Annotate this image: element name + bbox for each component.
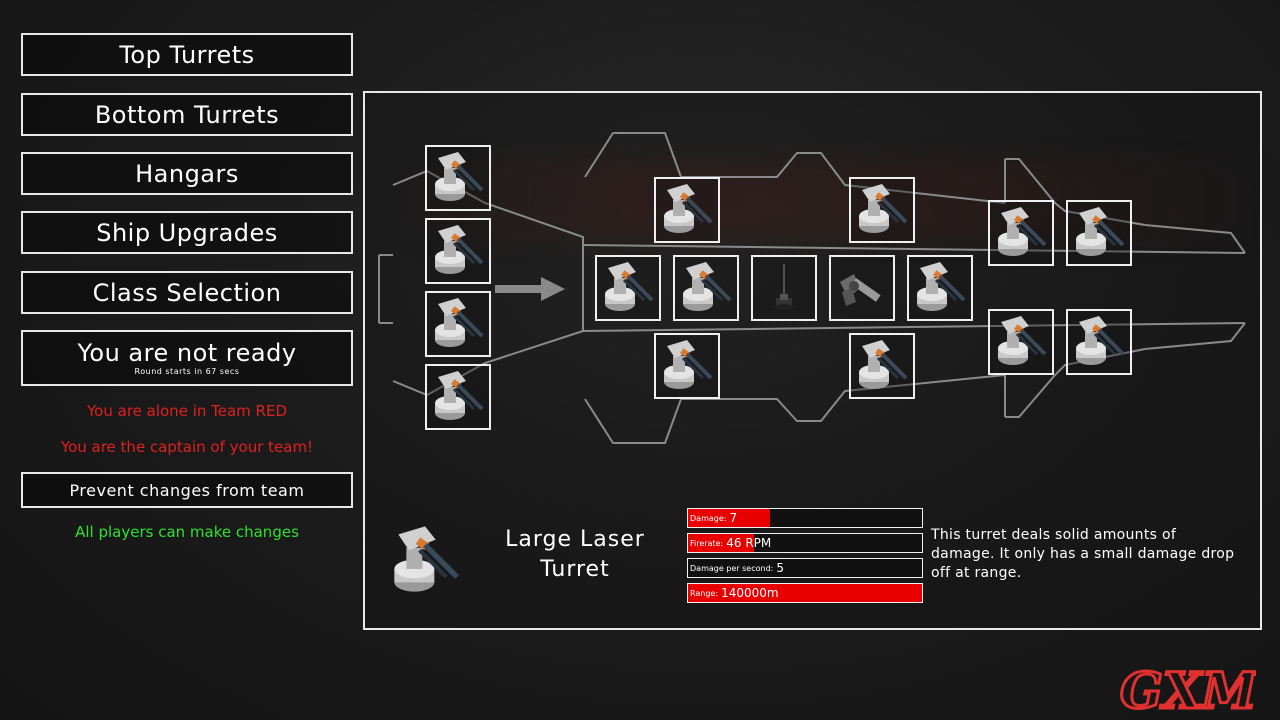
turret-slot-mid-top-1[interactable]	[654, 177, 720, 243]
ready-button[interactable]: You are not ready Round starts in 67 sec…	[21, 330, 353, 386]
turret-slot-center-5[interactable]	[907, 255, 973, 321]
laser-turret-icon	[657, 336, 717, 396]
laser-turret-icon	[852, 336, 912, 396]
gxm-logo: GXM	[1119, 660, 1257, 720]
turret-slot-front-3[interactable]	[425, 291, 491, 357]
bottom-turrets-button[interactable]: Bottom Turrets	[21, 93, 353, 136]
stat-fill	[688, 584, 922, 602]
permission-message: All players can make changes	[75, 523, 299, 541]
arrow-right-icon	[495, 277, 565, 301]
turret-slot-mid-top-2[interactable]	[849, 177, 915, 243]
turret-slot-center-1[interactable]	[595, 255, 661, 321]
captain-message: You are the captain of your team!	[60, 438, 314, 456]
laser-turret-icon	[991, 203, 1051, 263]
team-message: You are alone in Team RED	[87, 402, 287, 420]
class-selection-button[interactable]: Class Selection	[21, 271, 353, 314]
laser-turret-icon	[428, 367, 488, 427]
turret-slot-rear-top-2[interactable]	[1066, 200, 1132, 266]
stat-fill	[688, 534, 754, 552]
turret-slot-rear-top-1[interactable]	[988, 200, 1054, 266]
stat-range: Range:140000m	[687, 583, 923, 603]
turret-slot-front-1[interactable]	[425, 145, 491, 211]
prevent-changes-button[interactable]: Prevent changes from team	[21, 472, 353, 508]
turret-slot-mid-bottom-1[interactable]	[654, 333, 720, 399]
laser-turret-icon	[428, 221, 488, 281]
laser-turret-icon	[852, 180, 912, 240]
round-timer: Round starts in 67 secs	[134, 366, 240, 376]
laser-turret-icon	[1069, 203, 1129, 263]
stat-fill	[688, 509, 770, 527]
turret-slot-mid-bottom-2[interactable]	[849, 333, 915, 399]
turret-slot-rear-bottom-1[interactable]	[988, 309, 1054, 375]
turret-slot-center-4[interactable]	[829, 255, 895, 321]
antenna-turret-icon	[754, 258, 814, 318]
cannon-turret-icon	[832, 258, 892, 318]
ship-loadout-panel: Large Laser Turret Damage:7 Firerate:46 …	[363, 91, 1262, 630]
turret-slot-rear-bottom-2[interactable]	[1066, 309, 1132, 375]
ship-upgrades-button[interactable]: Ship Upgrades	[21, 211, 353, 254]
laser-turret-icon	[657, 180, 717, 240]
laser-turret-icon	[910, 258, 970, 318]
turret-slot-center-2[interactable]	[673, 255, 739, 321]
laser-turret-icon	[991, 312, 1051, 372]
laser-turret-icon	[428, 294, 488, 354]
turret-slot-center-3[interactable]	[751, 255, 817, 321]
hangars-button[interactable]: Hangars	[21, 152, 353, 195]
turret-slot-front-4[interactable]	[425, 364, 491, 430]
ready-status-label: You are not ready	[77, 338, 297, 367]
turret-slot-front-2[interactable]	[425, 218, 491, 284]
top-turrets-button[interactable]: Top Turrets	[21, 33, 353, 76]
laser-turret-icon	[676, 258, 736, 318]
stat-dps: Damage per second:5	[687, 558, 923, 578]
stat-firerate: Firerate:46 RPM	[687, 533, 923, 553]
laser-turret-icon	[428, 148, 488, 208]
turret-name: Large Laser Turret	[505, 527, 645, 582]
turret-description: This turret deals solid amounts of damag…	[931, 527, 1235, 581]
svg-text:GXM: GXM	[1120, 661, 1256, 720]
large-laser-turret-icon	[383, 521, 467, 601]
stat-damage: Damage:7	[687, 508, 923, 528]
laser-turret-icon	[1069, 312, 1129, 372]
laser-turret-icon	[598, 258, 658, 318]
